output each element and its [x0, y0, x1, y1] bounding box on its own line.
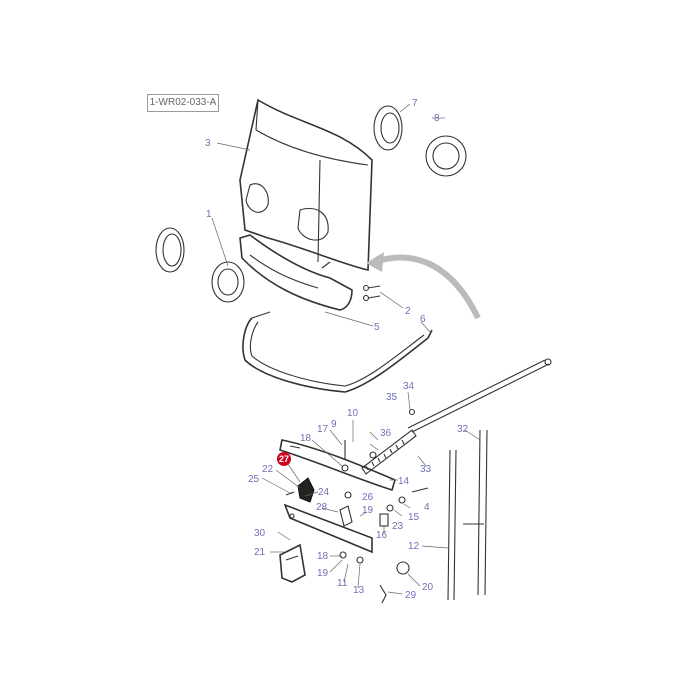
- label-part-33: 34: [403, 381, 415, 392]
- highlight-callout-27: 27: [277, 452, 301, 483]
- label-part-8: 8: [434, 113, 440, 124]
- label-part-30: 30: [254, 528, 266, 539]
- part-labels: 3 1 7 8 2 5 6 34 35 10 17 9 18 36 32 33 …: [205, 98, 469, 601]
- small-fasteners: [289, 408, 429, 564]
- label-part-34: 35: [386, 392, 398, 403]
- label-part-25: 24: [318, 487, 330, 498]
- label-part-4: 4: [424, 502, 430, 513]
- label-part-1: 1: [206, 209, 212, 220]
- label-part-22: 21: [254, 547, 266, 558]
- lower-bracket: [283, 503, 373, 554]
- label-part-35: 36: [380, 428, 392, 439]
- label-part-31: 32: [457, 424, 469, 435]
- label-part-15: 15: [408, 512, 420, 523]
- label-part-5: 5: [374, 322, 380, 333]
- reference-code-box: 1-WR02-033-A: [147, 94, 219, 112]
- label-part-24: 23: [392, 521, 404, 532]
- key-lock: [379, 561, 410, 604]
- hood-seal: [242, 311, 433, 393]
- hood-panel: [239, 98, 373, 271]
- label-part-20: 19: [362, 505, 374, 516]
- label-part-29: 29: [405, 590, 417, 601]
- label-part-7: 7: [412, 98, 418, 109]
- label-part-12: 12: [408, 541, 420, 552]
- latch-hook-highlighted: [285, 477, 315, 503]
- screws: [362, 284, 381, 302]
- label-part-18a: 18: [300, 433, 312, 444]
- label-part-14: 14: [398, 476, 410, 487]
- label-part-6: 6: [420, 314, 426, 325]
- label-part-3: 3: [205, 138, 211, 149]
- label-part-13: 13: [353, 585, 365, 596]
- highlight-badge: [277, 452, 291, 466]
- label-part-16: 16: [376, 530, 388, 541]
- label-part-10: 10: [347, 408, 359, 419]
- front-grille-bar: [239, 234, 353, 311]
- label-part-32: 33: [420, 464, 432, 475]
- label-part-26: 25: [248, 474, 260, 485]
- label-part-11: 11: [337, 578, 348, 589]
- leader-lines: [211, 103, 481, 595]
- assembly-arrow: [366, 252, 481, 320]
- highlight-label: 27: [279, 454, 289, 464]
- label-part-9: 9: [331, 419, 337, 430]
- label-part-23: 22: [262, 464, 274, 475]
- headlight-ring-right: [373, 105, 467, 177]
- label-part-21: 20: [422, 582, 434, 593]
- headlight-ring-left: [155, 227, 245, 303]
- mount-bracket: [279, 543, 306, 583]
- label-part-17: 17: [317, 424, 329, 435]
- label-part-18b: 18: [317, 551, 329, 562]
- label-part-28b: 28: [316, 502, 328, 513]
- label-part-19: 19: [317, 568, 329, 579]
- label-part-28a: 26: [362, 492, 374, 503]
- latch-bracket: [279, 439, 396, 492]
- label-part-2: 2: [405, 306, 411, 317]
- support-rods: [407, 358, 552, 601]
